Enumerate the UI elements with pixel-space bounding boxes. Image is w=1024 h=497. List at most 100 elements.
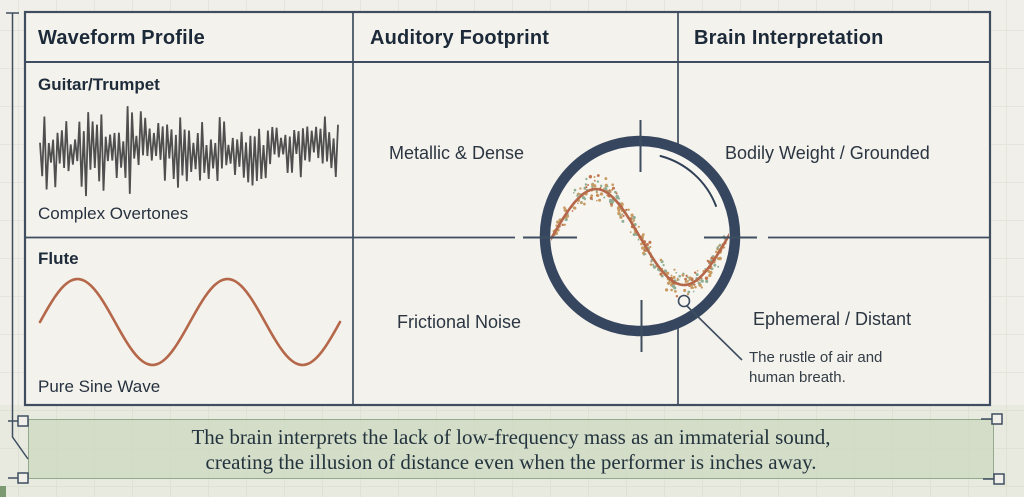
noise-dot: [583, 202, 586, 206]
noise-dot: [696, 269, 699, 272]
noise-dot: [610, 204, 613, 207]
noise-dot: [611, 198, 615, 202]
noise-dot: [722, 235, 726, 238]
noise-dot: [665, 271, 670, 276]
noise-dot: [658, 268, 662, 272]
noise-dot: [721, 246, 724, 249]
noise-dot: [666, 276, 668, 279]
noise-dot: [690, 279, 694, 282]
noise-dot: [660, 267, 664, 271]
noise-dot: [556, 220, 560, 224]
row1-interpretation-cell: Bodily Weight / Grounded: [725, 143, 930, 163]
noise-dot: [682, 284, 684, 287]
noise-dot: [690, 287, 693, 289]
noise-dot: [611, 188, 614, 191]
noise-dot: [556, 228, 560, 232]
noise-dot: [665, 288, 669, 292]
noise-dot: [650, 263, 653, 266]
noise-dot: [572, 206, 575, 209]
noise-dot: [668, 281, 671, 284]
header-auditory-footprint: Auditory Footprint: [370, 27, 550, 49]
noise-dot: [607, 189, 611, 194]
noise-dot: [552, 229, 556, 233]
noise-dot: [581, 196, 586, 200]
noise-dot: [591, 184, 594, 188]
noise-dot: [581, 194, 584, 197]
noise-dot: [657, 269, 660, 272]
noise-dot: [699, 279, 701, 282]
noise-dot: [579, 195, 582, 198]
noise-dot: [681, 273, 685, 277]
noise-dot: [630, 214, 634, 217]
noise-dot: [643, 246, 647, 250]
noise-dot: [677, 282, 680, 285]
noise-dot: [675, 271, 678, 274]
noise-dot: [619, 215, 623, 219]
noise-dot: [706, 259, 710, 263]
noise-dot: [591, 183, 595, 187]
noise-dot: [619, 214, 622, 217]
noise-dot: [698, 283, 702, 287]
row2-interpretation-cell: Ephemeral / Distant: [753, 309, 912, 329]
noise-dot: [583, 187, 587, 190]
noise-dot: [670, 283, 674, 287]
noise-dot: [695, 273, 699, 277]
noise-dot: [577, 202, 579, 205]
noise-dot: [668, 279, 671, 282]
noise-dot: [622, 214, 625, 217]
noise-dot: [633, 227, 637, 231]
noise-dot: [716, 246, 720, 249]
noise-dot: [591, 188, 594, 191]
noise-dot: [635, 232, 639, 237]
noise-dot: [710, 261, 714, 264]
noise-dot: [646, 247, 651, 251]
noise-dot: [692, 281, 695, 284]
noise-dot: [717, 248, 720, 251]
noise-dot: [619, 202, 623, 206]
noise-dot: [604, 183, 608, 188]
noise-dot: [672, 275, 676, 279]
noise-dot: [723, 237, 727, 240]
noise-dot: [689, 284, 694, 288]
noise-dot: [632, 233, 636, 237]
noise-dot: [645, 243, 649, 247]
noise-dot: [620, 209, 624, 212]
noise-dot: [718, 243, 722, 247]
noise-dot: [640, 238, 643, 240]
noise-dot: [591, 198, 594, 201]
noise-dot: [648, 240, 652, 244]
noise-dot: [580, 193, 584, 198]
noise-dot: [700, 286, 704, 289]
noise-dot: [576, 192, 580, 196]
noise-dot: [606, 190, 610, 195]
noise-dot: [580, 201, 583, 203]
noise-dot: [561, 223, 564, 227]
lens-interior: [550, 146, 730, 326]
noise-dot: [674, 290, 677, 293]
complex-overtones-waveform: [39, 106, 339, 197]
noise-dot: [604, 187, 608, 191]
noise-dot: [593, 179, 596, 182]
noise-dot: [690, 277, 694, 282]
noise-dot: [702, 269, 706, 273]
noise-dot: [609, 199, 612, 202]
row1-waveform-group: [39, 106, 339, 197]
noise-dot: [660, 274, 664, 278]
noise-dot: [599, 186, 602, 189]
noise-dot: [627, 208, 630, 211]
noise-dot: [612, 186, 615, 190]
noise-dot: [705, 268, 708, 271]
noise-dot: [585, 177, 588, 181]
noise-dot: [691, 282, 694, 286]
noise-dot: [625, 208, 628, 211]
row2-waveform-caption: Pure Sine Wave: [38, 377, 161, 396]
noise-dot: [604, 187, 607, 190]
noise-dot: [617, 208, 621, 212]
magnified-sine-wave: [551, 187, 729, 287]
noise-dot: [707, 261, 712, 265]
noise-dot: [642, 233, 645, 236]
noise-dot: [652, 265, 657, 269]
noise-dot: [596, 180, 600, 183]
noise-dot: [598, 198, 602, 202]
noise-dot: [610, 200, 615, 204]
